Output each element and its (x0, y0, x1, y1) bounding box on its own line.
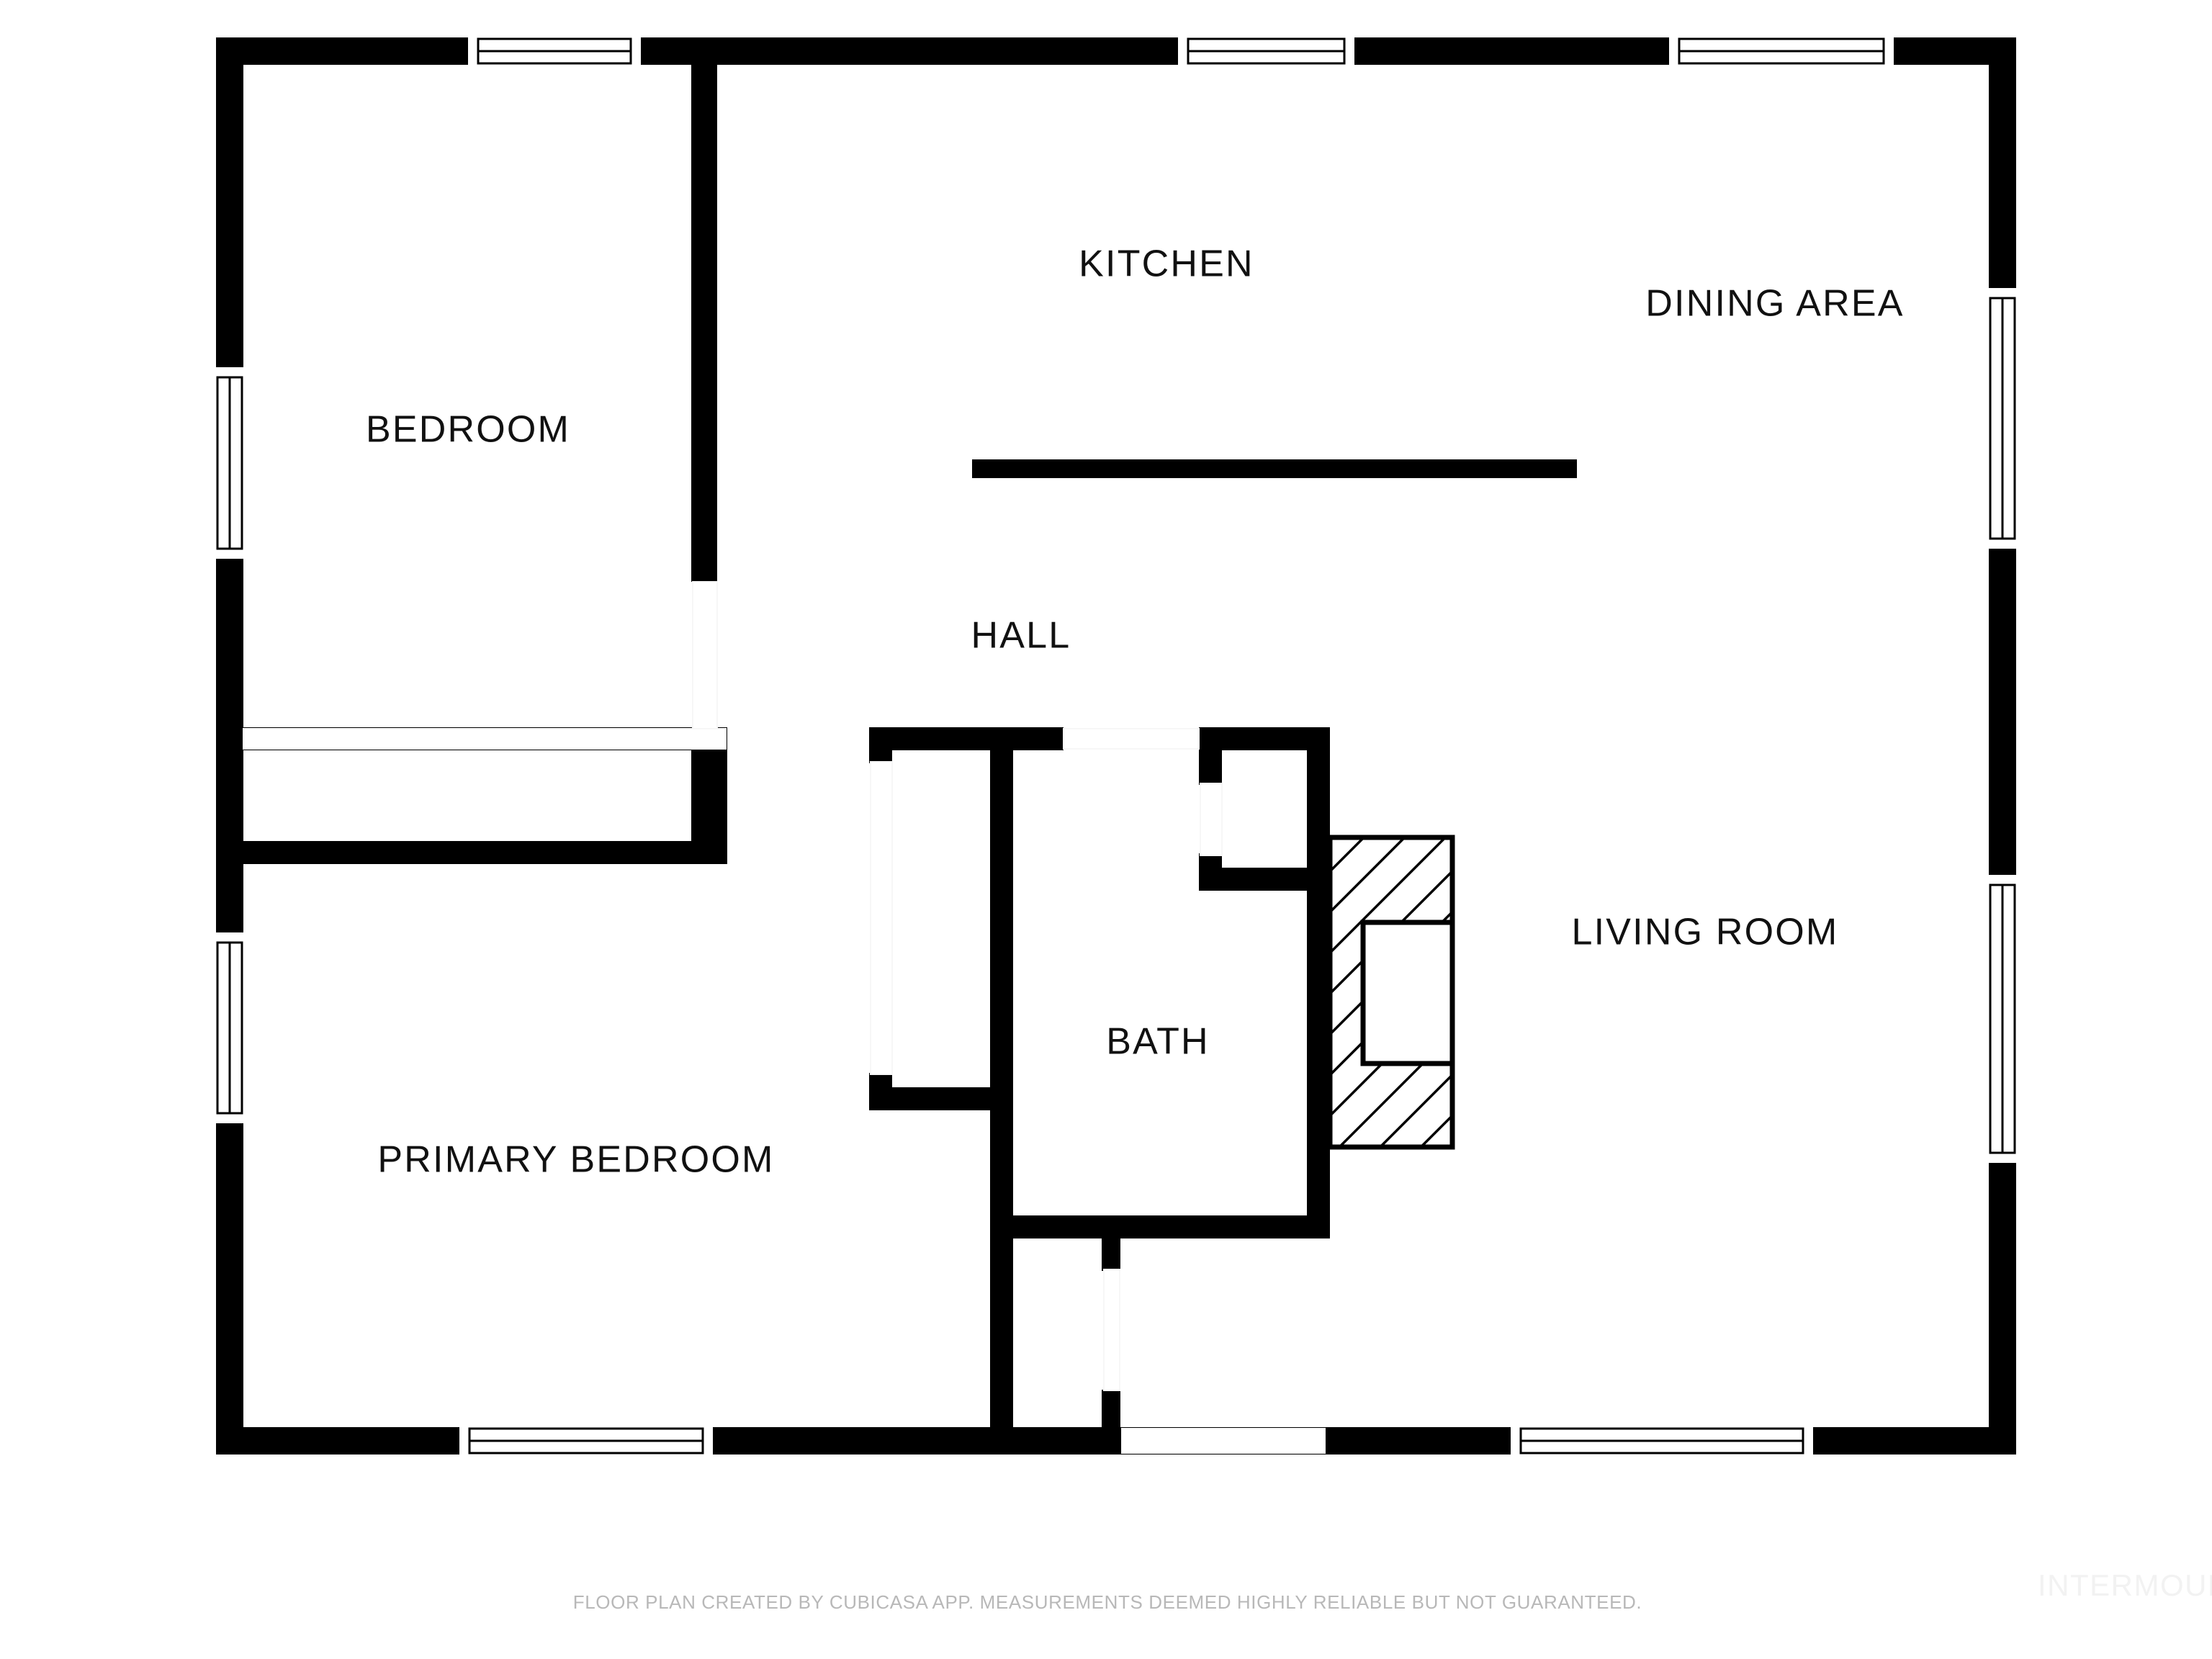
linen-closet-left-stub (1199, 727, 1222, 785)
window-top-dining (1669, 37, 1894, 65)
hall-closet-bottom-wall (869, 1087, 1013, 1110)
exterior-left-wall (216, 37, 243, 1455)
window-top-bedroom (468, 37, 641, 65)
fireplace-hearth (1327, 835, 1455, 1150)
door-hall-closet (870, 761, 893, 1075)
bath-top-wall-left (869, 727, 1064, 750)
door-front-entry (1121, 1428, 1326, 1454)
room-labels-layer: BEDROOM KITCHEN DINING AREA HALL LIVING ROOM… (366, 243, 1904, 1181)
room-label-dining_area: DINING AREA (1645, 283, 1904, 325)
window-left-bedroom (216, 367, 243, 559)
room-label-primary_bedroom: PRIMARY BEDROOM (377, 1139, 774, 1181)
door-openings-layer (243, 581, 1326, 1454)
door-primary-hall (243, 728, 727, 750)
room-label-kitchen: KITCHEN (1079, 243, 1254, 285)
kitchen-peninsula (972, 459, 1577, 478)
window-bottom-primary (459, 1427, 713, 1455)
door-linen-closet (1200, 783, 1223, 856)
room-label-bath: BATH (1106, 1021, 1210, 1063)
bath-bottom-stub (1102, 1238, 1120, 1271)
bath-bottom-stub-lower (1102, 1390, 1120, 1430)
window-left-primary (216, 932, 243, 1123)
bath-right-wall (1307, 727, 1330, 1238)
windows-layer (216, 37, 2016, 1455)
room-label-hall: HALL (971, 615, 1071, 657)
door-primary-bath-hall (1103, 1269, 1120, 1391)
window-bottom-living (1511, 1427, 1813, 1455)
linen-closet-bottom (1199, 868, 1330, 891)
bedroom-right-wall (691, 37, 717, 582)
window-right-living (1989, 875, 2016, 1163)
window-right-dining (1989, 288, 2016, 549)
room-label-bedroom: BEDROOM (366, 409, 570, 451)
footer-disclaimer: FLOOR PLAN CREATED BY CUBICASA APP. MEAS… (573, 1591, 1642, 1613)
door-bedroom-hall (692, 581, 718, 729)
closet-bottom-wall (243, 841, 727, 864)
watermark-label: INTERMOUNTAIN (2038, 1568, 2212, 1602)
hall-closet-left-stub (869, 727, 892, 763)
window-top-kitchen (1178, 37, 1354, 65)
exterior-right-wall (1989, 37, 2016, 1455)
fireplace-firebox (1360, 920, 1455, 1066)
room-label-living_room: LIVING ROOM (1572, 912, 1839, 953)
bath-bottom-wall (990, 1215, 1330, 1238)
door-bath-entry (1063, 728, 1200, 750)
